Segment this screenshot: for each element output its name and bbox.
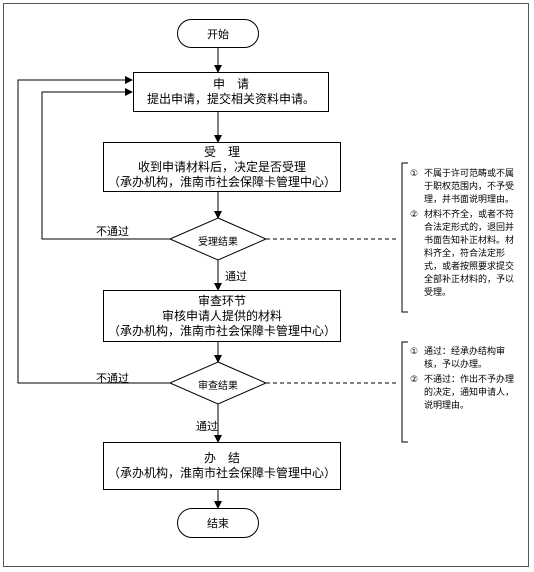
bracket-accept-note — [401, 162, 408, 313]
apply-title: 申 请 — [212, 77, 249, 91]
apply-desc: 提出申请，提交相关资料申请。 — [146, 92, 315, 106]
finish-org: （承办机构，淮南市社会保障卡管理中心） — [107, 466, 336, 480]
review-note-item: ② 不通过：作出不予办理的决定，通知申请人，说明理由。 — [410, 374, 520, 413]
accept-note-item: ② 材料不齐全，或者不符合法定形式的，退回并书面告知补正材料。材料齐全，符合法定… — [410, 209, 520, 300]
accept-title: 受 理 — [203, 144, 240, 159]
decision-accept-shape — [168, 217, 268, 261]
review-box: 审查环节 审核申请人提供的材料 （承办机构，淮南市社会保障卡管理中心） — [103, 290, 341, 342]
decision-accept-label: 受理结果 — [198, 237, 238, 248]
end-terminal: 结束 — [177, 508, 259, 538]
edge-pass2-label: 通过 — [196, 420, 218, 433]
edge-fail2-label: 不通过 — [96, 372, 129, 385]
accept-org: （承办机构，淮南市社会保障卡管理中心） — [107, 174, 336, 189]
accept-note: ① 不属于许可范畴或不属于职权范围内，不予受理，并书面说明理由。 ② 材料不齐全… — [410, 168, 520, 300]
decision-review-shape — [168, 361, 268, 405]
note-number: ① — [410, 169, 419, 179]
note-number: ① — [410, 347, 419, 357]
arrow-fail1-loop — [41, 88, 170, 240]
review-title: 审查环节 — [197, 293, 246, 308]
review-org: （承办机构，淮南市社会保障卡管理中心） — [107, 323, 336, 338]
edge-fail1-label: 不通过 — [96, 225, 129, 238]
decision-review-label: 审查结果 — [198, 381, 238, 392]
note-text: 材料不齐全，或者不符合法定形式的，退回并书面告知补正材料。材料齐全，符合法定形式… — [424, 210, 515, 298]
diagram-frame — [3, 3, 529, 567]
apply-box: 申 请 提出申请，提交相关资料申请。 — [133, 72, 329, 112]
review-desc: 审核申请人提供的材料 — [161, 308, 282, 323]
review-note: ① 通过：经承办结构审核，予以办理。 ② 不通过：作出不予办理的决定，通知申请人… — [410, 346, 520, 413]
end-label: 结束 — [207, 517, 229, 530]
start-label: 开始 — [207, 27, 229, 41]
start-terminal: 开始 — [177, 19, 259, 48]
note-text: 不属于许可范畴或不属于职权范围内，不予受理，并书面说明理由。 — [424, 169, 515, 205]
note-number: ② — [410, 375, 419, 385]
accept-note-item: ① 不属于许可范畴或不属于职权范围内，不予受理，并书面说明理由。 — [410, 168, 520, 207]
accept-box: 受 理 收到申请材料后，决定是否受理 （承办机构，淮南市社会保障卡管理中心） — [103, 142, 341, 192]
bracket-review-note — [401, 341, 408, 443]
accept-desc: 收到申请材料后，决定是否受理 — [137, 159, 306, 174]
review-note-item: ① 通过：经承办结构审核，予以办理。 — [410, 346, 520, 372]
edge-pass1-label: 通过 — [225, 270, 247, 283]
arrow-fail2-loop — [17, 76, 170, 384]
note-text: 不通过：作出不予办理的决定，通知申请人，说明理由。 — [424, 375, 515, 411]
finish-title: 办 结 — [203, 451, 240, 465]
note-number: ② — [410, 210, 419, 220]
note-text: 通过：经承办结构审核，予以办理。 — [424, 347, 506, 370]
finish-box: 办 结 （承办机构，淮南市社会保障卡管理中心） — [103, 442, 341, 490]
